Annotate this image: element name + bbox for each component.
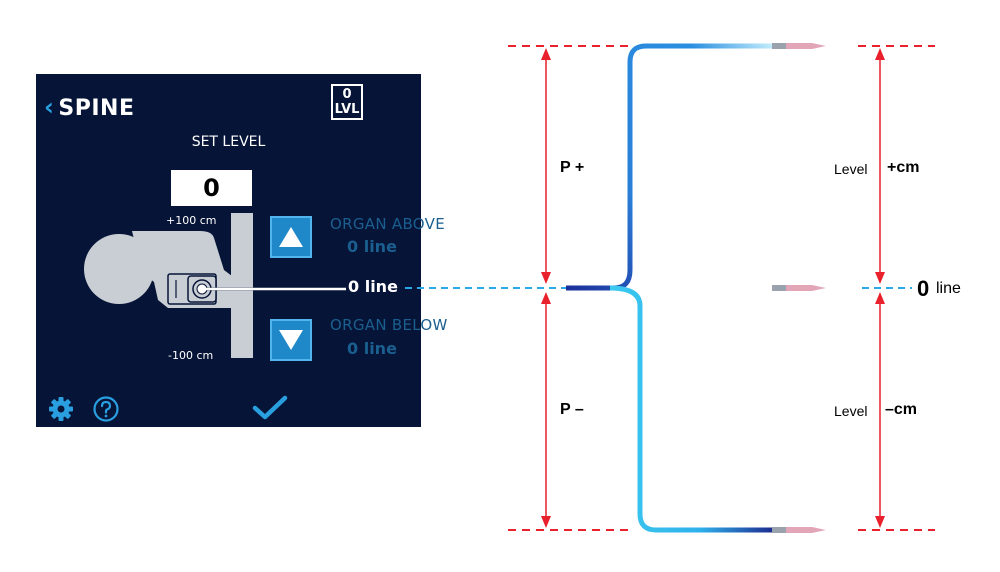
- triangle-down-icon: [279, 330, 303, 350]
- help-icon[interactable]: [92, 395, 120, 423]
- p-minus-label: P –: [560, 401, 584, 418]
- level-value-display: 0: [171, 170, 252, 206]
- p-plus-label: P +: [560, 159, 585, 176]
- catheter-tips: [772, 43, 826, 533]
- organ-above-title: ORGAN ABOVE: [330, 215, 445, 233]
- zero-line-marker: [201, 287, 346, 291]
- scale-top-label: +100 cm: [166, 214, 217, 227]
- gear-icon[interactable]: [48, 396, 74, 422]
- level-minus-value: –cm: [885, 401, 918, 418]
- screen-title: SET LEVEL: [191, 134, 266, 150]
- level-badge-text: LVL: [334, 102, 360, 117]
- back-button-label: SPINE: [58, 96, 135, 121]
- level-badge-number: 0: [342, 87, 352, 102]
- organ-below-subtitle: 0 line: [347, 339, 397, 358]
- level-scale-bar[interactable]: [231, 213, 253, 358]
- catheter-lower: [609, 285, 774, 533]
- confirm-check-icon[interactable]: [250, 394, 290, 422]
- zero-line-label: 0 line: [348, 277, 398, 296]
- organ-above-subtitle: 0 line: [347, 237, 397, 256]
- zero-line-word: line: [936, 280, 961, 297]
- back-button[interactable]: ‹SPINE: [44, 93, 135, 121]
- triangle-up-icon: [279, 227, 303, 247]
- organ-below-title: ORGAN BELOW: [330, 316, 448, 334]
- level-minus-word: Level: [834, 403, 868, 419]
- level-badge[interactable]: 0 LVL: [331, 84, 363, 120]
- zero-line-number: 0: [917, 276, 930, 301]
- device-screen: ‹SPINE 0 LVL SET LEVEL 0 +100 cm -100 cm…: [36, 74, 447, 427]
- catheter-upper: [566, 43, 774, 291]
- organ-above-button[interactable]: [270, 216, 312, 258]
- scale-bottom-label: -100 cm: [168, 349, 214, 362]
- level-plus-value: +cm: [887, 159, 920, 176]
- level-plus-word: Level: [834, 161, 868, 177]
- organ-below-button[interactable]: [270, 319, 312, 361]
- chevron-left-icon: ‹: [44, 93, 55, 121]
